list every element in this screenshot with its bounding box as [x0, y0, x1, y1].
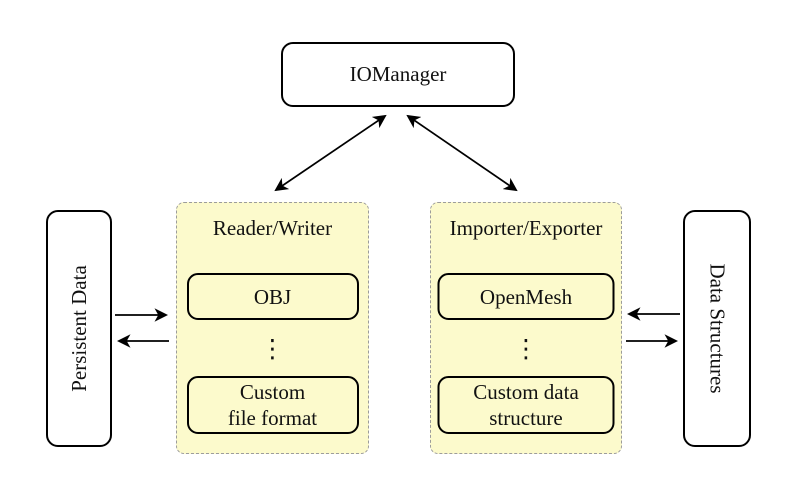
- ellipsis-vertical-icon: ⋮: [260, 334, 285, 363]
- obj-node: OBJ: [186, 273, 359, 320]
- importer-exporter-title: Importer/Exporter: [449, 216, 603, 240]
- custom-data-structure-node: Custom data structure: [437, 376, 615, 434]
- reader-writer-title: Reader/Writer: [212, 216, 333, 240]
- custom-file-format-node: Custom file format: [186, 376, 359, 434]
- persistent-data-label: Persistent Data: [66, 265, 91, 392]
- ellipsis-vertical-icon: ⋮: [513, 334, 539, 363]
- data-structures-node: Data Structures: [683, 210, 751, 447]
- iomanager-label: IOManager: [349, 62, 447, 86]
- arrow-iomanager-importerexporter: [406, 114, 518, 192]
- importer-exporter-group: Importer/Exporter OpenMesh ⋮ Custom data…: [430, 202, 622, 454]
- reader-writer-group: Reader/Writer OBJ ⋮ Custom file format: [176, 202, 369, 454]
- iomanager-node: IOManager: [281, 42, 515, 107]
- openmesh-node: OpenMesh: [437, 273, 615, 320]
- arrow-iomanager-readerwriter: [274, 114, 387, 192]
- data-structures-label: Data Structures: [705, 263, 730, 394]
- persistent-data-node: Persistent Data: [46, 210, 112, 447]
